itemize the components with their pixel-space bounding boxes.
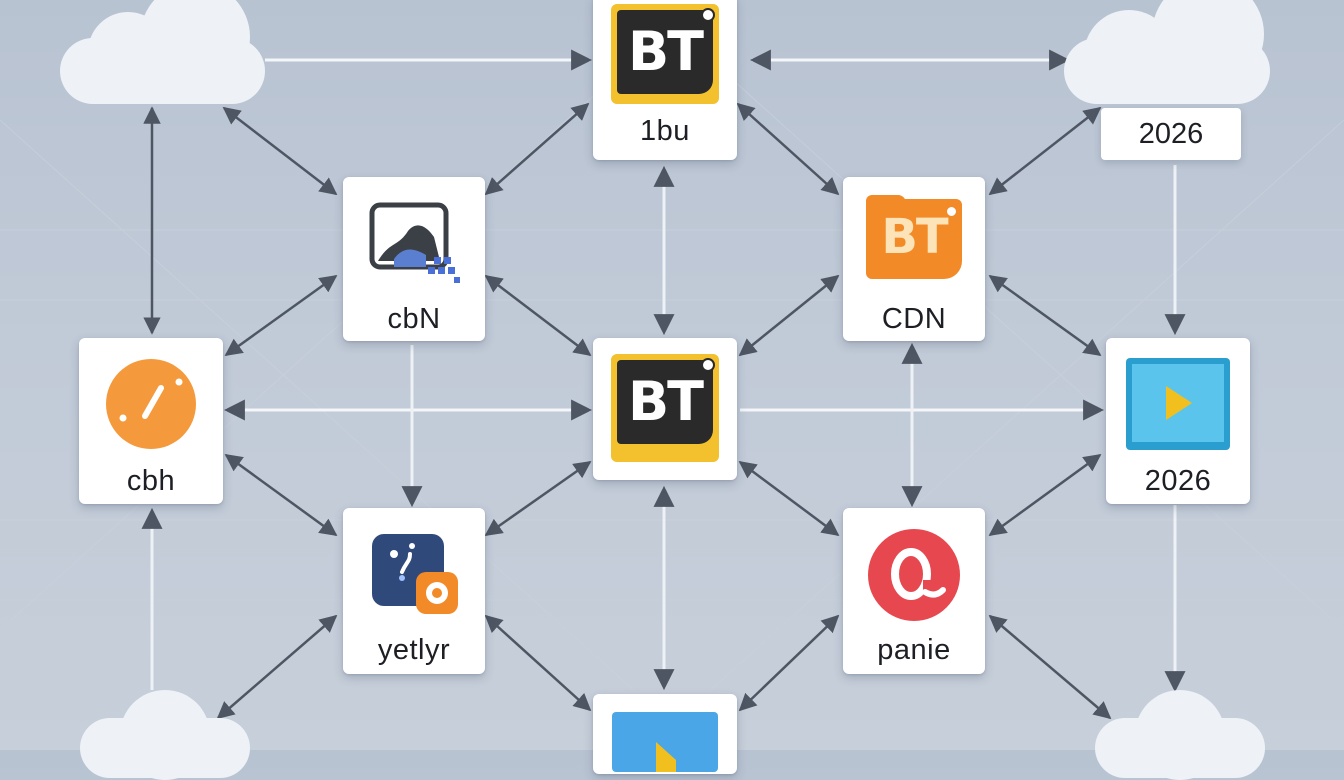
gauge-icon — [105, 358, 197, 450]
bt-icon: BT — [611, 4, 719, 104]
video-play-icon — [612, 712, 718, 772]
media-app-icon — [366, 532, 462, 616]
node-upper-right[interactable]: BT CDN — [843, 177, 985, 341]
node-label: CDN — [881, 303, 947, 335]
node-mid-left[interactable]: cbh — [79, 338, 223, 504]
image-gallery-icon — [364, 201, 464, 285]
top-right-label: 2026 — [1101, 108, 1241, 160]
bt-folder-icon: BT — [866, 195, 962, 283]
video-play-icon — [1126, 358, 1230, 450]
node-label: 1bu — [640, 115, 690, 147]
node-top-center[interactable]: BT 1bu — [593, 0, 737, 160]
node-lower-right[interactable]: panie — [843, 508, 985, 674]
bt-icon: BT — [611, 354, 719, 462]
node-lower-left[interactable]: yetlyr — [343, 508, 485, 674]
node-mid-right[interactable]: 2026 — [1106, 338, 1250, 504]
node-label: cbh — [126, 465, 176, 497]
cloud-top-right — [1064, 0, 1270, 105]
cloud-top-left — [60, 0, 265, 105]
node-label: yetlyr — [377, 634, 451, 666]
node-bottom-center[interactable] — [593, 694, 737, 774]
red-o-icon — [867, 528, 961, 622]
node-label: cbN — [387, 303, 441, 335]
node-center[interactable]: BT — [593, 338, 737, 480]
node-upper-left[interactable]: cbN — [343, 177, 485, 341]
node-label: 2026 — [1144, 465, 1212, 497]
node-label: panie — [877, 634, 951, 666]
network-connectors — [0, 0, 1344, 750]
